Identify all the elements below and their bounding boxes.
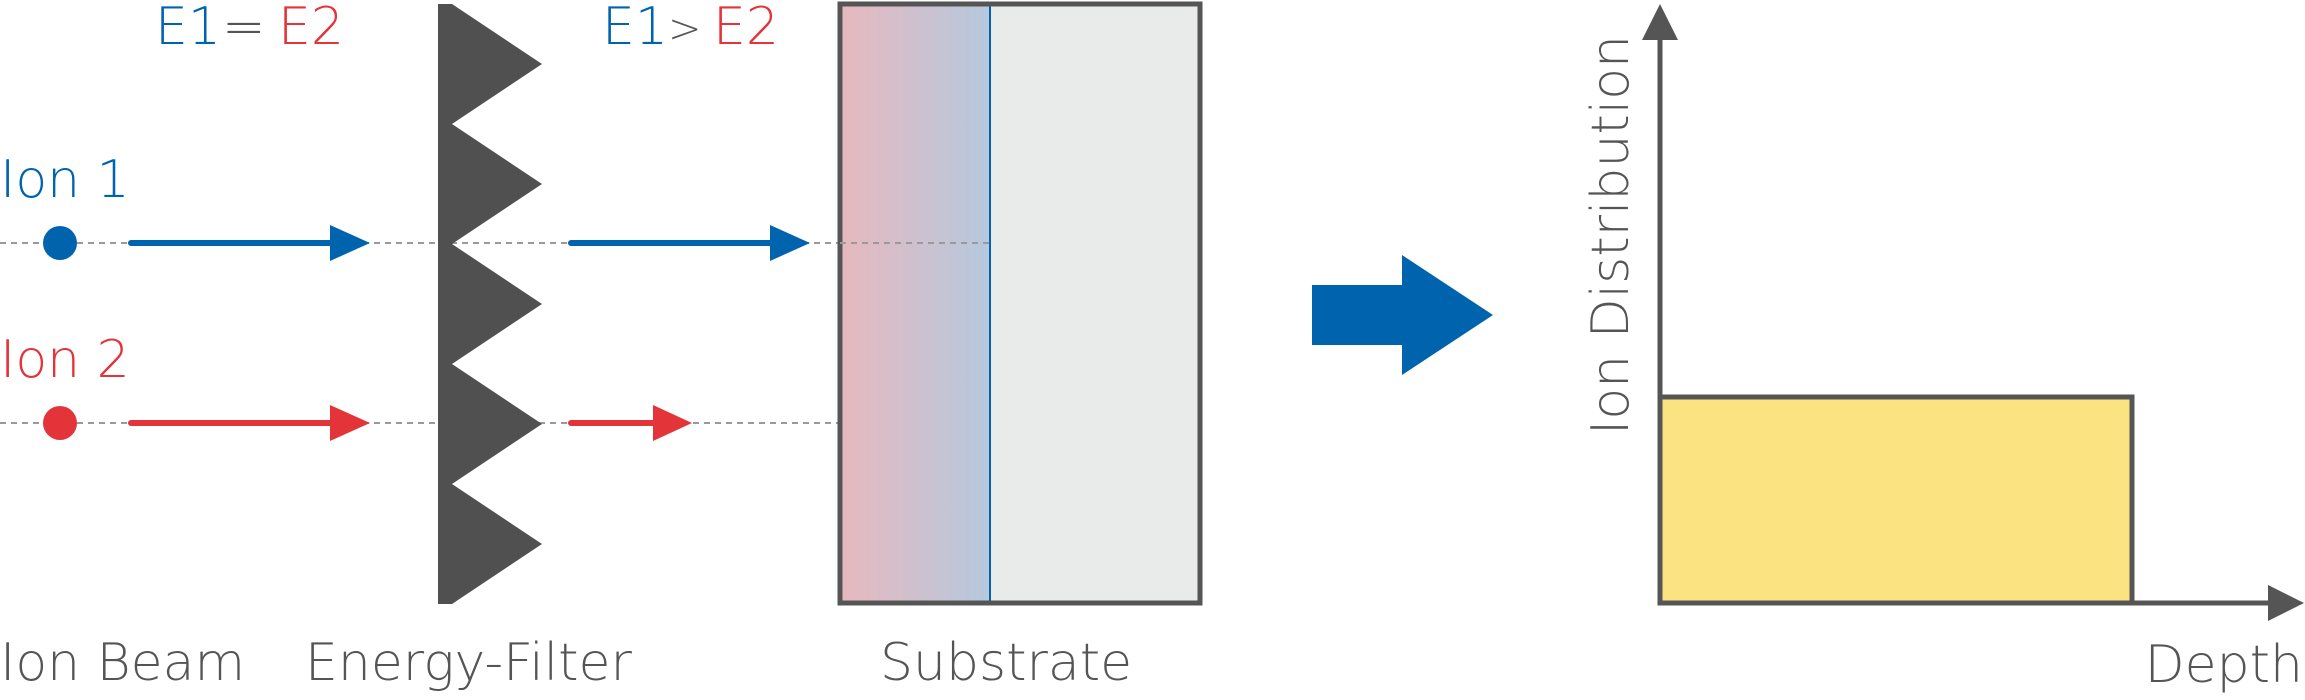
ion-1-arrow-after-filter-head xyxy=(770,225,810,261)
ion-2-particle xyxy=(43,406,77,440)
y-axis-arrow-icon xyxy=(1642,4,1678,40)
ion-2-arrow-before-filter-head xyxy=(330,405,370,441)
caption-substrate: Substrate xyxy=(880,633,1132,693)
distribution-plot: Ion Distribution Depth xyxy=(1581,4,2304,695)
energy-filter xyxy=(438,4,542,604)
x-axis-arrow-icon xyxy=(2268,585,2304,621)
ion-1-label: Ion 1 xyxy=(0,150,130,210)
header-left-equals: = xyxy=(222,0,266,57)
ion-2-arrow-after-filter-head xyxy=(653,405,692,441)
y-axis-label: Ion Distribution xyxy=(1581,35,1641,435)
header-left-e2: E2 xyxy=(278,0,344,57)
distribution-bar xyxy=(1657,394,2135,606)
x-axis-label: Depth xyxy=(2145,635,2303,695)
ion-1-arrow-before-filter-head xyxy=(330,225,370,261)
substrate-frame xyxy=(837,1,1203,606)
header-left-e1: E1 xyxy=(155,0,221,57)
ion-1-particle xyxy=(43,226,77,260)
header-right-e1: E1 xyxy=(602,0,668,57)
header-right-greater-than: > xyxy=(668,6,702,52)
implanted-layer xyxy=(840,4,990,603)
substrate xyxy=(837,1,1203,606)
ion-2-label: Ion 2 xyxy=(0,330,130,390)
right-arrow-icon xyxy=(1312,255,1493,375)
caption-ion-beam: Ion Beam xyxy=(0,633,245,693)
caption-energy-filter: Energy-Filter xyxy=(305,633,633,693)
header-right-e2: E2 xyxy=(713,0,779,57)
